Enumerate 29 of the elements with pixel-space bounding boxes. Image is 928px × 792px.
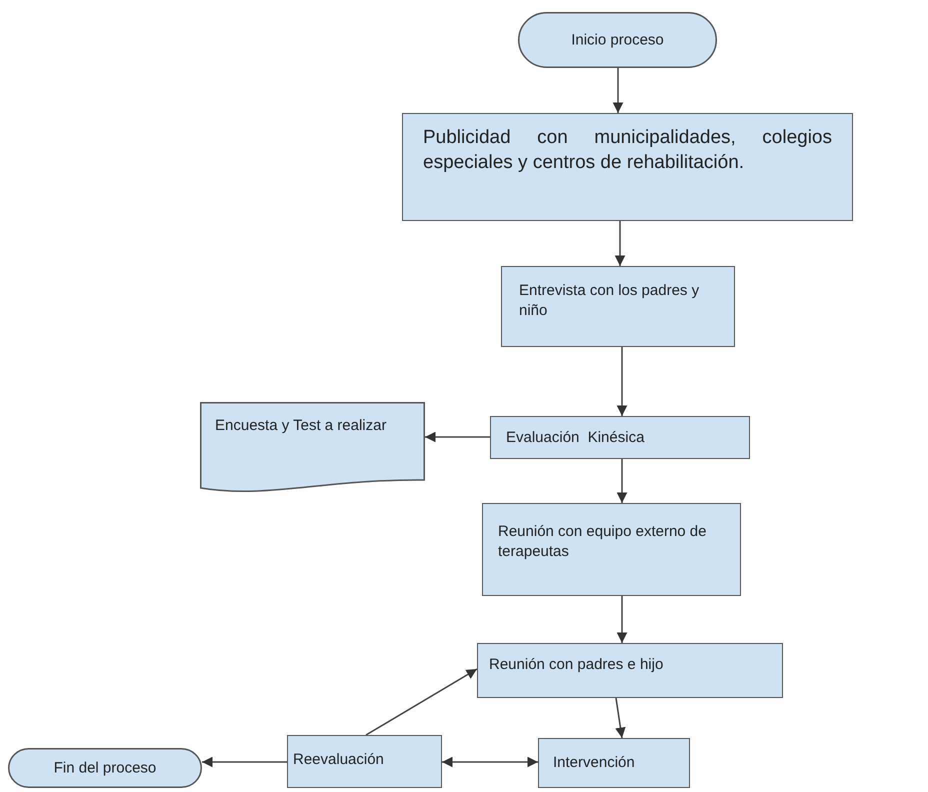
node-label: Inicio proceso [570, 30, 665, 50]
arrow [616, 596, 628, 643]
terminator-shape [8, 748, 202, 788]
arrow [612, 68, 624, 113]
node-label: Reevaluación [293, 750, 385, 770]
node-label: Evaluación Kinésica [506, 428, 646, 448]
arrow [615, 698, 626, 738]
process-box [482, 503, 741, 596]
process-box [477, 643, 783, 698]
arrow [366, 668, 478, 736]
node-label: Publicidad con municipalidades, colegios especiales y centros de rehabilitación. [423, 126, 832, 175]
node-label: Intervención [553, 753, 636, 772]
arrow [425, 432, 490, 442]
arrow [442, 756, 538, 768]
process-box [287, 735, 442, 788]
process-box [501, 266, 735, 347]
node-label: Encuesta y Test a realizar [215, 416, 388, 436]
arrow [616, 347, 628, 416]
node-label: Fin del proceso [52, 758, 158, 778]
arrow [614, 221, 626, 266]
node-label: Reunión con equipo externo de terapeutas [498, 522, 708, 561]
process-box [490, 416, 750, 459]
document-shape [200, 402, 425, 493]
arrow [202, 756, 287, 768]
node-label: Entrevista con los padres y niño [519, 281, 700, 320]
process-box [402, 113, 853, 221]
process-box [538, 738, 690, 788]
node-label: Reunión con padres e hijo [489, 655, 664, 674]
arrow [616, 459, 628, 503]
